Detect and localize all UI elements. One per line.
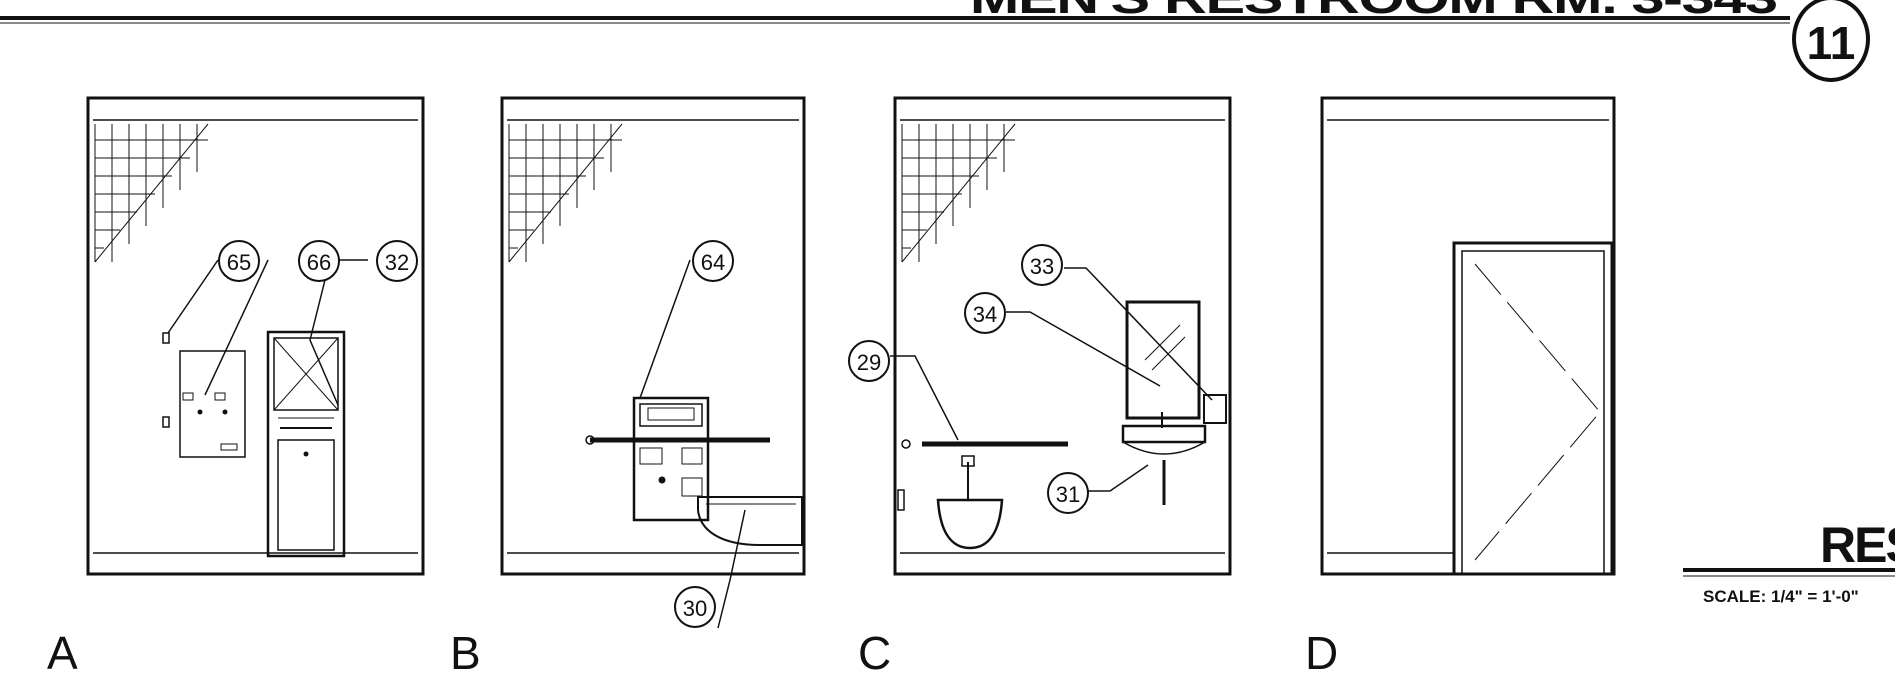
callout-31: 31 xyxy=(1047,472,1089,514)
callout-34: 34 xyxy=(964,292,1006,334)
sheet-number-badge: 11 xyxy=(1792,0,1870,82)
scale-note: SCALE: 1/4" = 1'-0" xyxy=(1703,587,1859,606)
callout-33: 33 xyxy=(1021,244,1063,286)
callout-29: 29 xyxy=(848,340,890,382)
elevation-label-c: C xyxy=(858,627,892,679)
elevation-c xyxy=(890,96,1232,576)
elevation-b xyxy=(500,96,806,629)
elevation-a xyxy=(86,96,425,576)
callout-64: 64 xyxy=(692,240,734,282)
drawing-title: REST xyxy=(1820,517,1895,573)
callout-66: 66 xyxy=(298,240,340,282)
callout-65: 65 xyxy=(218,240,260,282)
callout-30: 30 xyxy=(674,586,716,628)
elevation-label-b: B xyxy=(450,627,481,679)
elevation-label-d: D xyxy=(1305,627,1339,679)
elevation-d xyxy=(1320,96,1616,576)
elevation-label-a: A xyxy=(47,627,78,679)
callout-32: 32 xyxy=(376,240,418,282)
